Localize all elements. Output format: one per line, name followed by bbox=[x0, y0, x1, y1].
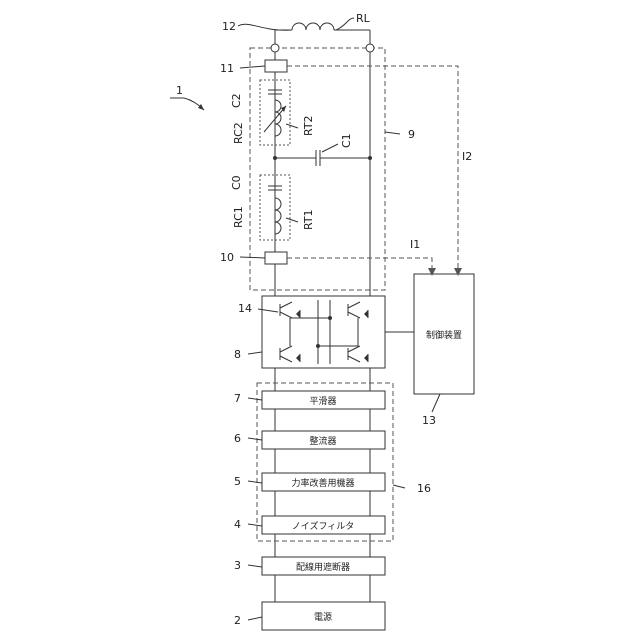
leader-6 bbox=[248, 438, 262, 440]
figure-number: 1 bbox=[176, 84, 183, 97]
ref-8: 8 bbox=[234, 348, 241, 361]
leader-4 bbox=[248, 524, 262, 526]
smoother-label: 平滑器 bbox=[309, 396, 336, 407]
signal-line-i2 bbox=[287, 66, 458, 274]
c1-label: C1 bbox=[340, 133, 353, 148]
breaker-label: 配線用遮断器 bbox=[296, 561, 350, 573]
leader-13 bbox=[432, 394, 440, 412]
leader-3 bbox=[248, 565, 262, 567]
leader-rl bbox=[336, 18, 354, 30]
leader-10 bbox=[240, 257, 265, 258]
leader-5 bbox=[248, 481, 262, 483]
signal-i1: I1 bbox=[410, 238, 420, 251]
rc1-label: RC1 bbox=[232, 206, 245, 228]
ref-14: 14 bbox=[238, 302, 252, 315]
ref-7: 7 bbox=[234, 392, 241, 405]
leader-8 bbox=[248, 352, 262, 354]
signal-line-i1 bbox=[287, 258, 432, 274]
rt1-label: RT1 bbox=[302, 209, 315, 230]
ref-5: 5 bbox=[234, 475, 241, 488]
c0-label: C0 bbox=[230, 175, 243, 190]
inverter bbox=[262, 296, 385, 368]
coil-rt1 bbox=[275, 198, 281, 234]
ref-6: 6 bbox=[234, 432, 241, 445]
leader-2 bbox=[248, 617, 262, 620]
load-coil bbox=[275, 23, 370, 44]
signal-i2: I2 bbox=[462, 150, 472, 163]
terminal bbox=[271, 44, 279, 52]
ref-12: 12 bbox=[222, 20, 236, 33]
ref-2: 2 bbox=[234, 614, 241, 627]
rt2-label: RT2 bbox=[302, 115, 315, 136]
ref-13: 13 bbox=[422, 414, 436, 427]
rc2-label: RC2 bbox=[232, 122, 245, 144]
ref-11: 11 bbox=[220, 62, 234, 75]
ref-16: 16 bbox=[417, 482, 431, 495]
ref-4: 4 bbox=[234, 518, 241, 531]
power-source-label: 電源 bbox=[314, 612, 332, 623]
load-rl-label: RL bbox=[356, 12, 371, 25]
leader-16 bbox=[393, 485, 405, 488]
noise-filter-label: ノイズフィルタ bbox=[292, 520, 355, 532]
leader-7 bbox=[248, 398, 262, 400]
leader-11 bbox=[240, 66, 265, 68]
c2-label: C2 bbox=[230, 93, 243, 108]
current-sensor-10 bbox=[265, 252, 287, 264]
current-sensor-11 bbox=[265, 60, 287, 72]
ref-10: 10 bbox=[220, 251, 234, 264]
ref-3: 3 bbox=[234, 559, 241, 572]
rectifier-label: 整流器 bbox=[309, 435, 336, 447]
pfc-label: 力率改善用機器 bbox=[291, 477, 354, 489]
leader-9 bbox=[385, 132, 400, 134]
ref-9: 9 bbox=[408, 128, 415, 141]
controller-label: 制御装置 bbox=[426, 329, 462, 341]
terminal bbox=[366, 44, 374, 52]
leader-12 bbox=[238, 24, 292, 30]
